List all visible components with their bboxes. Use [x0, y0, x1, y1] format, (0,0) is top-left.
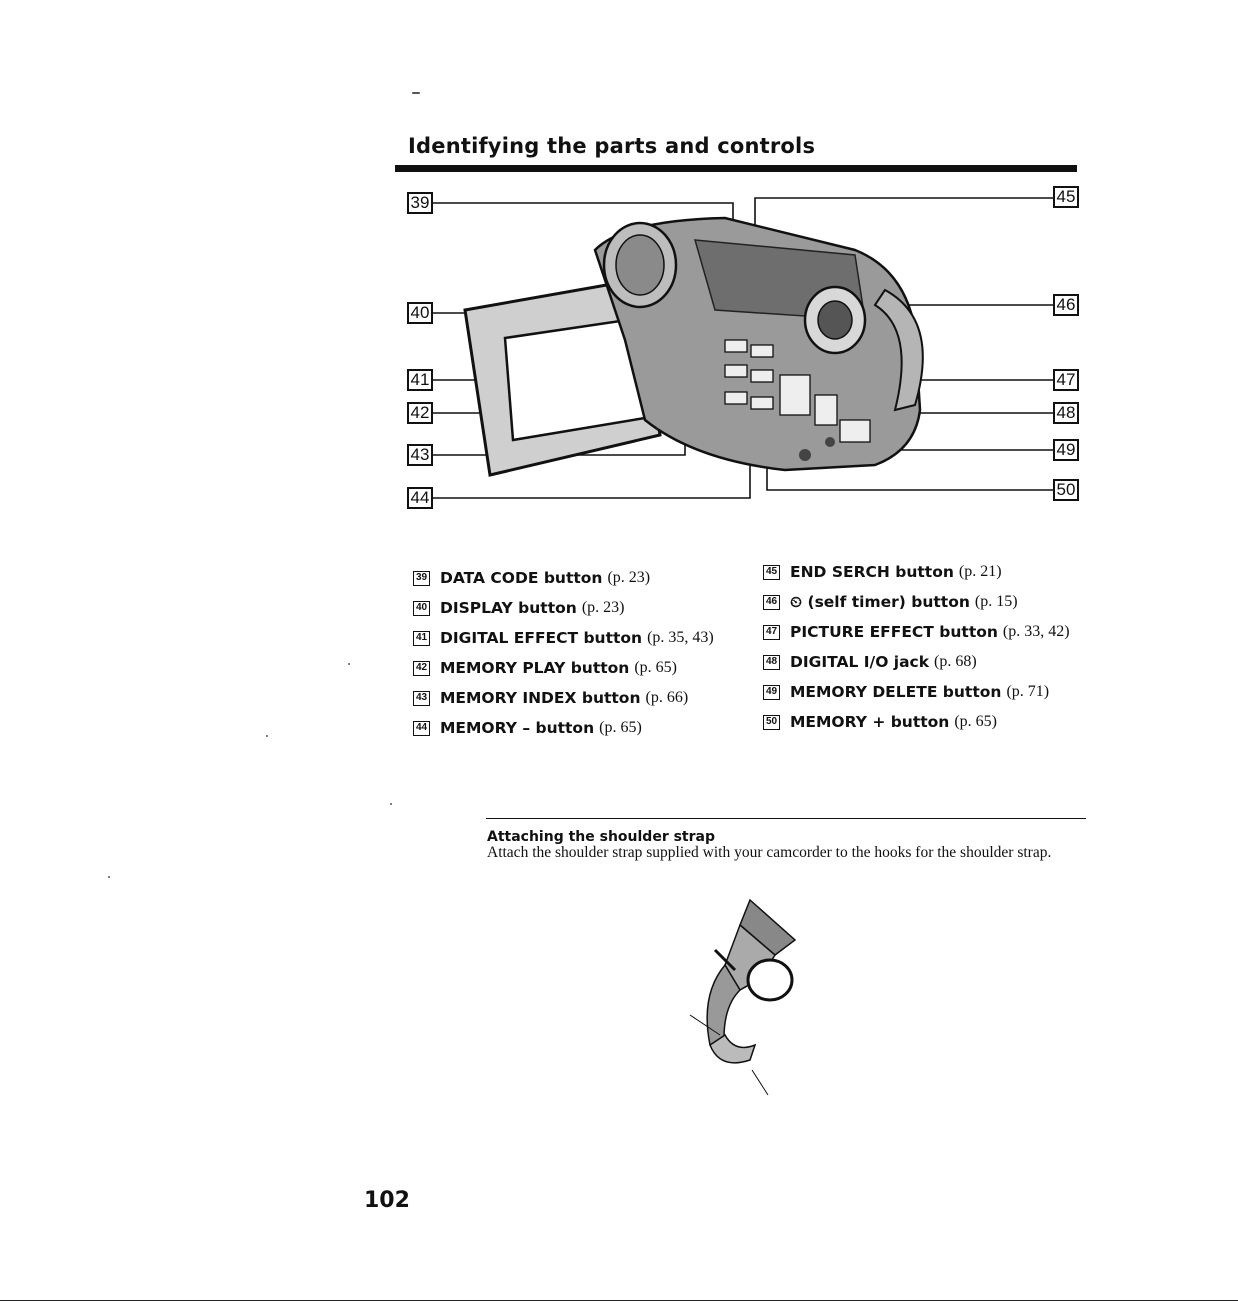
item-number-badge: 40	[413, 600, 430, 616]
callout-48: 48	[1053, 402, 1079, 424]
item-page-ref: (p. 35, 43)	[647, 629, 714, 646]
list-item: 48 DIGITAL I/O jack (p. 68)	[763, 647, 1070, 677]
item-page-ref: (p. 21)	[958, 563, 1002, 580]
item-page-ref: (p. 71)	[1006, 683, 1050, 700]
scan-speck	[348, 663, 350, 665]
callout-47: 47	[1053, 369, 1079, 391]
item-page-ref: (p. 65)	[954, 713, 997, 730]
item-label: DIGITAL EFFECT button	[440, 629, 643, 647]
list-item: 43 MEMORY INDEX button (p. 66)	[413, 683, 714, 713]
item-label: ⏲ (self timer) button	[790, 592, 970, 611]
scan-speck	[108, 876, 110, 878]
item-label: DISPLAY button	[440, 599, 577, 617]
parts-list-right: 45 END SERCH button (p. 21) 46 ⏲ (self t…	[763, 557, 1070, 737]
item-page-ref: (p. 65)	[599, 719, 642, 736]
camcorder-illustration	[431, 197, 1055, 499]
callout-41: 41	[407, 369, 433, 391]
callout-49: 49	[1053, 439, 1079, 461]
scan-speck	[412, 92, 420, 94]
camcorder-figure: 39 40 41 42 43 44 45 46 47 48 49 50	[395, 180, 1085, 520]
note-body: Attach the shoulder strap supplied with …	[487, 844, 1052, 861]
item-label: MEMORY – button	[440, 719, 595, 737]
item-number-badge: 46	[763, 594, 780, 610]
callout-43: 43	[407, 444, 433, 466]
list-item: 50 MEMORY + button (p. 65)	[763, 707, 1070, 737]
item-label: MEMORY INDEX button	[440, 689, 641, 707]
item-label: MEMORY + button	[790, 713, 950, 731]
list-item: 46 ⏲ (self timer) button (p. 15)	[763, 587, 1070, 617]
list-item: 42 MEMORY PLAY button (p. 65)	[413, 653, 714, 683]
callout-45: 45	[1053, 186, 1079, 208]
list-item: 49 MEMORY DELETE button (p. 71)	[763, 677, 1070, 707]
item-label: DATA CODE button	[440, 569, 603, 587]
item-label: DIGITAL I/O jack	[790, 653, 930, 671]
callout-39: 39	[407, 192, 433, 214]
item-page-ref: (p. 68)	[934, 653, 977, 670]
list-item: 45 END SERCH button (p. 21)	[763, 557, 1070, 587]
callout-42: 42	[407, 402, 433, 424]
list-item: 44 MEMORY – button (p. 65)	[413, 713, 714, 743]
item-label: MEMORY DELETE button	[790, 683, 1002, 701]
shoulder-strap-figure	[680, 895, 830, 1105]
item-number-badge: 50	[763, 714, 780, 730]
item-number-badge: 48	[763, 654, 780, 670]
item-label: END SERCH button	[790, 563, 954, 581]
list-item: 40 DISPLAY button (p. 23)	[413, 593, 714, 623]
callout-40: 40	[407, 302, 433, 324]
item-number-badge: 43	[413, 690, 430, 706]
item-number-badge: 41	[413, 630, 430, 646]
scan-speck	[390, 803, 392, 805]
note-rule	[486, 818, 1086, 819]
item-number-badge: 45	[763, 564, 780, 580]
item-page-ref: (p. 33, 42)	[1002, 623, 1070, 640]
item-page-ref: (p. 66)	[645, 689, 689, 706]
item-page-ref: (p. 23)	[607, 569, 651, 586]
item-number-badge: 42	[413, 660, 430, 676]
bottom-rule	[0, 1300, 1238, 1301]
list-item: 41 DIGITAL EFFECT button (p. 35, 43)	[413, 623, 714, 653]
item-label: PICTURE EFFECT button	[790, 623, 998, 641]
note-heading: Attaching the shoulder strap	[487, 829, 715, 845]
item-number-badge: 49	[763, 684, 780, 700]
item-page-ref: (p. 15)	[974, 593, 1018, 610]
section-title: Identifying the parts and controls	[408, 134, 816, 158]
shoulder-strap-illustration	[689, 898, 797, 1096]
scan-speck	[266, 735, 268, 737]
callout-44: 44	[407, 487, 433, 509]
callout-50: 50	[1053, 479, 1079, 501]
item-page-ref: (p. 23)	[581, 599, 625, 616]
item-number-badge: 44	[413, 720, 430, 736]
list-item: 47 PICTURE EFFECT button (p. 33, 42)	[763, 617, 1070, 647]
callout-46: 46	[1053, 294, 1079, 316]
title-rule	[395, 165, 1077, 172]
item-page-ref: (p. 65)	[634, 659, 677, 676]
item-label: MEMORY PLAY button	[440, 659, 630, 677]
parts-list-left: 39 DATA CODE button (p. 23) 40 DISPLAY b…	[413, 563, 714, 743]
page-number: 102	[364, 1188, 410, 1213]
item-number-badge: 39	[413, 570, 430, 586]
list-item: 39 DATA CODE button (p. 23)	[413, 563, 714, 593]
item-number-badge: 47	[763, 624, 780, 640]
